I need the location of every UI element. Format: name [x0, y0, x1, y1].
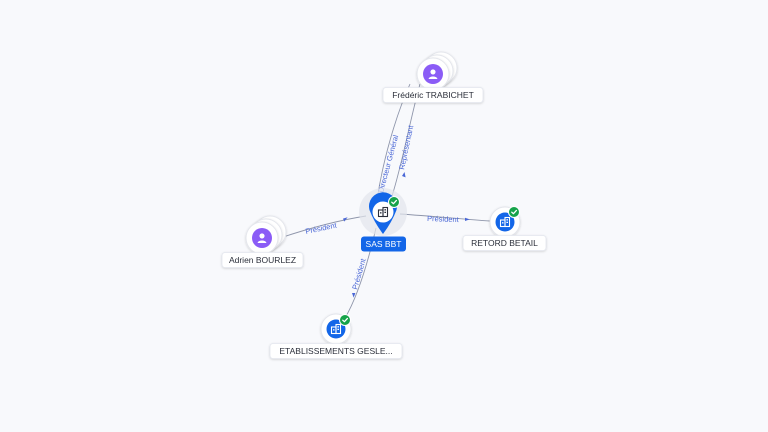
node-retord-betail[interactable]: RETORD BETAIL: [462, 206, 547, 251]
verified-badge: [388, 196, 400, 208]
node-label-sas-bbt: SAS BBT: [366, 239, 402, 249]
edge-label-president-retord: Président: [427, 214, 460, 224]
svg-text:Président: Président: [427, 214, 460, 224]
edge-arrow: [343, 217, 348, 222]
svg-text:Représentant: Représentant: [397, 124, 415, 171]
svg-text:RETORD BETAIL: RETORD BETAIL: [471, 238, 538, 248]
edge-arrow: [465, 217, 470, 221]
svg-text:ETABLISSEMENTS GESLE...: ETABLISSEMENTS GESLE...: [279, 346, 392, 356]
node-sas-bbt[interactable]: SAS BBT: [359, 188, 407, 252]
edge-label-representant: Représentant: [397, 124, 415, 171]
node-label-bourlez: Adrien BOURLEZ: [229, 255, 296, 265]
verified-badge: [508, 206, 520, 218]
node-etablissements-gesle[interactable]: ETABLISSEMENTS GESLE...: [269, 313, 403, 359]
node-adrien-bourlez[interactable]: Adrien BOURLEZ: [221, 215, 304, 268]
node-label-gesle: ETABLISSEMENTS GESLE...: [279, 346, 392, 356]
edge-arrow: [352, 293, 356, 298]
svg-text:Adrien BOURLEZ: Adrien BOURLEZ: [229, 255, 296, 265]
node-frederic-trabichet[interactable]: Frédéric TRABICHET: [382, 51, 484, 103]
center-label-box: [361, 236, 406, 252]
edge-label-president-bourlez: Président: [305, 220, 339, 236]
node-label-retord: RETORD BETAIL: [471, 238, 538, 248]
svg-text:SAS BBT: SAS BBT: [366, 239, 402, 249]
edge-label-directeur-general: Directeur Général: [376, 134, 400, 194]
svg-text:Frédéric TRABICHET: Frédéric TRABICHET: [392, 90, 474, 100]
edge-arrow: [402, 172, 406, 178]
edge-bourlez-center[interactable]: Président: [279, 215, 367, 239]
node-label-trabichet: Frédéric TRABICHET: [392, 90, 474, 100]
verified-badge: [339, 314, 351, 326]
svg-text:Directeur Général: Directeur Général: [376, 134, 400, 194]
svg-text:Président: Président: [350, 257, 368, 291]
svg-text:Président: Président: [305, 220, 339, 236]
edge-center-retord[interactable]: Président: [399, 213, 491, 224]
edge-label-president-gesle: Président: [350, 257, 368, 291]
